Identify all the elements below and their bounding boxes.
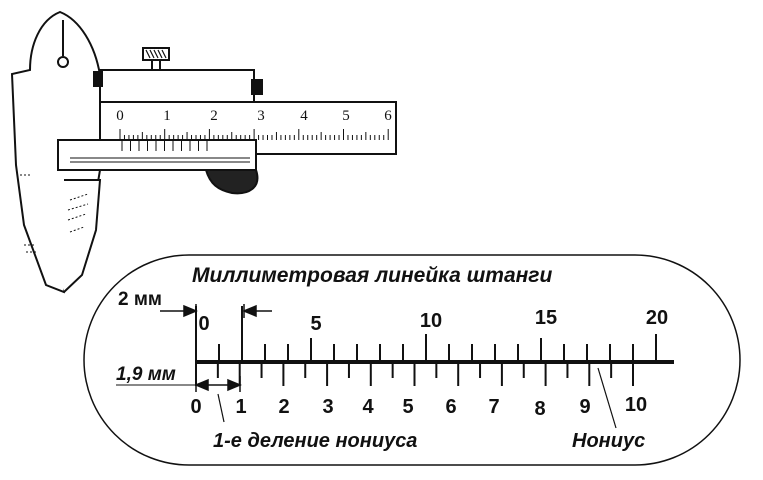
main-scale-number: 15	[535, 307, 557, 329]
caliper-depth-block	[99, 69, 255, 103]
vernier-scale-ticks	[195, 362, 634, 386]
label-first-division: 1-е деление нониуса	[213, 430, 417, 452]
caliper-number: 0	[116, 108, 124, 124]
vernier-number: 2	[278, 396, 289, 418]
vernier-number: 1	[235, 396, 246, 418]
vernier-number: 10	[625, 394, 647, 416]
main-scale-number: 20	[646, 307, 668, 329]
main-scale-ticks	[195, 306, 657, 362]
vernier-number: 3	[322, 396, 333, 418]
leader-vernier	[597, 367, 617, 429]
vernier-numbers: 0 1 2 3 4 5 6 7 8 9 10	[190, 394, 647, 420]
main-scale-title: Миллиметровая линейка штанги	[192, 264, 553, 287]
caliper-number: 1	[163, 108, 171, 124]
vernier-number: 9	[579, 396, 590, 418]
dimension-1-9mm	[116, 376, 242, 392]
vernier-number: 0	[190, 396, 201, 418]
vernier-number: 4	[362, 396, 374, 418]
caliper-scale-numbers: 0 1 2 3 4 5 6	[116, 108, 392, 124]
label-vernier: Нониус	[572, 430, 645, 452]
caliper-number: 6	[384, 108, 392, 124]
main-scale-numbers: 0 5 10 15 20	[198, 307, 668, 335]
caliper-number: 3	[257, 108, 265, 124]
vernier-number: 6	[445, 396, 456, 418]
vernier-number: 5	[402, 396, 413, 418]
label-2mm: 2 мм	[118, 289, 162, 310]
main-scale-number: 5	[310, 313, 321, 335]
vernier-number: 7	[488, 396, 499, 418]
vernier-number: 8	[534, 398, 545, 420]
caliper-vernier-scale	[121, 141, 208, 151]
caliper-number: 2	[210, 108, 218, 124]
dimension-2mm	[160, 304, 272, 318]
caliper-illustration	[10, 10, 397, 294]
caliper-number: 4	[300, 108, 308, 124]
main-scale-number: 10	[420, 310, 442, 332]
main-scale-number: 0	[198, 313, 209, 335]
label-1-9mm: 1,9 мм	[116, 364, 176, 385]
caliper-vernier-frame	[57, 139, 257, 171]
caliper-main-scale	[119, 129, 389, 140]
caliper-hole	[57, 56, 69, 68]
caliper-number: 5	[342, 108, 350, 124]
leader-first-division	[217, 393, 225, 423]
